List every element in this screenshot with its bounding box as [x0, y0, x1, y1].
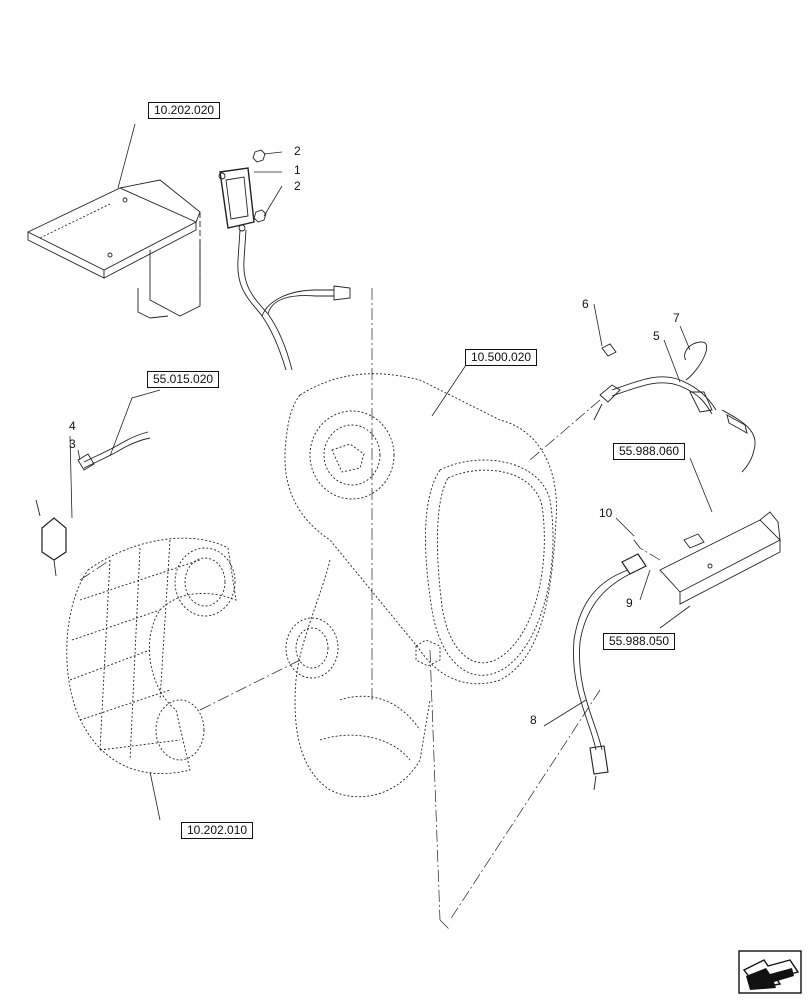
control-module	[218, 167, 351, 371]
callout-3: 3	[69, 437, 76, 451]
ref-box-55-988-050[interactable]: 55.988.050	[603, 633, 676, 650]
ref-box-55-988-060[interactable]: 55.988.060	[613, 443, 686, 460]
callout-8: 8	[530, 713, 537, 727]
leader-lines	[69, 123, 713, 821]
flexible-pipe	[66, 537, 237, 775]
ref-box-10-202-020[interactable]: 10.202.020	[148, 102, 221, 119]
sensor-harness-right	[593, 341, 756, 473]
callout-1: 1	[294, 163, 301, 177]
nut-lower	[253, 209, 267, 223]
callout-6: 6	[582, 297, 589, 311]
ref-box-10-500-020[interactable]: 10.500.020	[465, 349, 538, 366]
callout-10: 10	[599, 506, 613, 520]
callout-2-lower: 2	[294, 179, 301, 193]
sensor-left	[35, 431, 151, 577]
aftertreatment-housing	[284, 373, 557, 798]
callout-7: 7	[673, 311, 680, 325]
centerlines	[79, 288, 661, 931]
callout-2-upper: 2	[294, 144, 301, 158]
callout-9: 9	[626, 596, 633, 610]
sensor-cable-lower	[573, 539, 647, 791]
callout-5: 5	[653, 329, 660, 343]
nut-upper	[252, 149, 266, 163]
ref-box-55-015-020[interactable]: 55.015.020	[147, 371, 220, 388]
bracket-right	[659, 511, 781, 605]
ref-box-10-202-010[interactable]: 10.202.010	[181, 822, 254, 839]
page-navigation-arrow-icon[interactable]	[738, 950, 802, 994]
callout-4: 4	[69, 419, 76, 433]
mounting-bracket	[26, 179, 201, 319]
